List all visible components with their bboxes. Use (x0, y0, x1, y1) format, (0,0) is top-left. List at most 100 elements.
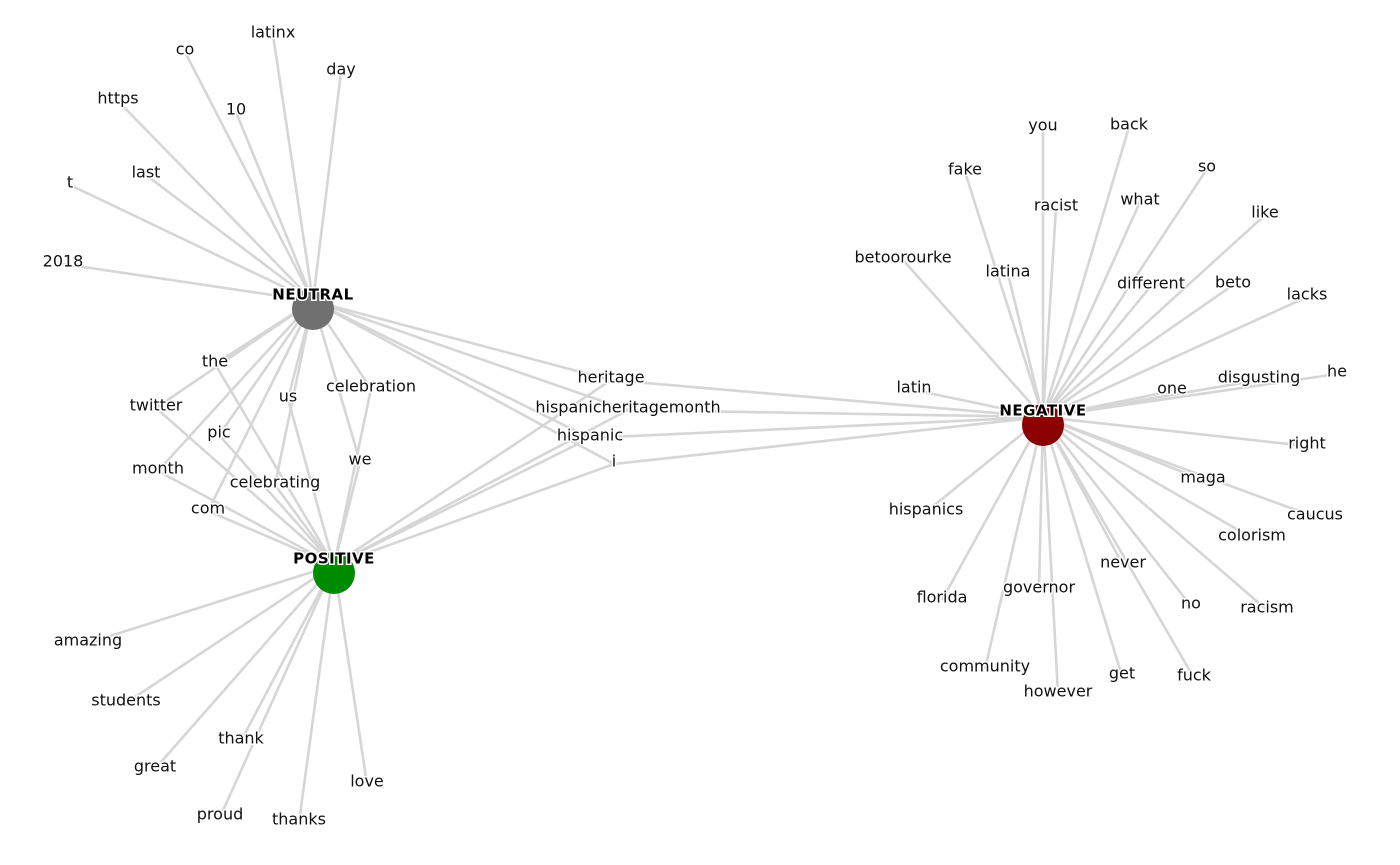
word-node-label: back (1110, 115, 1149, 134)
word-node-label: get (1109, 664, 1135, 683)
edge-neutral-celebrating (273, 300, 315, 486)
word-node-label: thank (218, 729, 264, 748)
edge-negative-fake (963, 171, 1045, 418)
word-node-label: the (202, 352, 228, 371)
word-node-label: never (1100, 553, 1146, 572)
edge-positive-we (332, 461, 362, 566)
edge-neutral-10 (234, 111, 315, 302)
edge-positive-twitter (155, 407, 335, 566)
word-node-label: different (1117, 274, 1185, 293)
edge-negative-hispanicheritagemonth (627, 408, 1044, 419)
edge-positive-amazing (87, 563, 335, 645)
edge-neutral-hispanic (312, 299, 591, 440)
word-node-label: hispanics (889, 500, 964, 519)
word-node-label: love (350, 772, 384, 791)
edge-neutral-month (157, 300, 314, 472)
edge-negative-beto (1042, 283, 1234, 419)
hub-label-negative: NEGATIVE (999, 402, 1086, 420)
edge-neutral-co (183, 51, 315, 302)
word-node-label: amazing (54, 631, 122, 650)
word-node-label: fuck (1177, 666, 1212, 685)
edge-negative-i (613, 415, 1044, 466)
edge-positive-hispanicheritagemonth (333, 408, 629, 567)
word-node-label: hispanicheritagemonth (535, 398, 720, 417)
word-node-label: us (279, 387, 297, 406)
edge-neutral-heritage (312, 299, 612, 382)
word-node-label: heritage (577, 368, 644, 387)
word-node-label: he (1327, 362, 1347, 381)
edge-neutral-pic (217, 300, 315, 436)
word-node-label: maga (1180, 468, 1225, 487)
word-node-label: so (1198, 157, 1216, 176)
edge-neutral-i (312, 299, 615, 466)
word-node-label: beto (1215, 273, 1251, 292)
edge-positive-pic (218, 434, 335, 566)
word-node-label: racism (1240, 598, 1294, 617)
word-node-label: community (940, 657, 1030, 676)
word-node-label: fake (948, 160, 982, 179)
edge-negative-racism (1042, 416, 1268, 611)
edge-neutral-2018 (62, 262, 314, 303)
word-node-label: t (67, 173, 73, 192)
word-node-label: disgusting (1218, 368, 1301, 387)
word-node-label: proud (197, 805, 243, 824)
hub-label-positive: POSITIVE (293, 550, 375, 568)
edge-negative-no (1041, 416, 1193, 607)
word-node-label: students (91, 691, 161, 710)
word-node-label: twitter (130, 396, 183, 415)
edge-negative-however (1041, 416, 1060, 695)
edge-negative-colorism (1042, 415, 1253, 540)
edge-positive-proud (218, 564, 336, 818)
edge-negative-like (1042, 214, 1266, 418)
word-node-label: co (176, 40, 195, 59)
word-node-label: no (1181, 594, 1201, 613)
edge-neutral-twitter (155, 299, 314, 410)
word-node-label: colorism (1218, 526, 1286, 545)
edge-positive-heritage (333, 378, 612, 567)
word-node-label: hispanic (557, 426, 623, 445)
edge-negative-florida (940, 416, 1045, 601)
word-node-label: latina (986, 262, 1031, 281)
edge-neutral-day (311, 71, 343, 302)
edge-positive-students (125, 563, 335, 705)
edge-negative-caucus (1042, 415, 1316, 519)
edge-positive-month (157, 469, 335, 567)
edge-neutral-https (117, 100, 314, 302)
word-node-label: however (1024, 682, 1093, 701)
edge-negative-latina (1006, 273, 1045, 418)
edge-negative-latin (913, 388, 1044, 419)
edge-negative-betoorourke (902, 259, 1044, 418)
edge-positive-love (332, 564, 369, 785)
word-node-label: last (132, 163, 161, 182)
word-node-label: what (1120, 190, 1159, 209)
edge-negative-racist (1041, 207, 1058, 418)
word-node-label: caucus (1287, 505, 1343, 524)
word-node-label: you (1028, 116, 1057, 135)
edge-neutral-hispanicheritagemonth (312, 299, 629, 412)
word-node-label: we (349, 450, 372, 469)
edge-negative-he (1042, 372, 1338, 419)
edge-neutral-com (206, 300, 315, 512)
edge-positive-the (213, 363, 336, 566)
edge-negative-so (1041, 168, 1209, 418)
edge-negative-get (1041, 416, 1124, 677)
edge-positive-hispanic (333, 436, 591, 567)
word-node-label: 2018 (43, 252, 84, 271)
word-node-label: 10 (226, 100, 246, 119)
word-node-label: celebration (326, 377, 416, 396)
hub-label-neutral: NEUTRAL (272, 286, 353, 304)
word-node-label: florida (917, 588, 968, 607)
edge-positive-thank (239, 564, 336, 742)
words-layer: colatinxdayhttps10lastt2018thetwitterpic… (41, 21, 1348, 830)
word-node-label: betoorourke (854, 248, 951, 267)
word-node-label: governor (1003, 578, 1075, 597)
edges-layer (62, 34, 1338, 823)
edge-negative-heritage (610, 378, 1044, 419)
word-node-label: thanks (272, 810, 326, 829)
word-node-label: right (1288, 434, 1326, 453)
word-node-label: i (612, 452, 616, 471)
edge-neutral-last (145, 173, 314, 303)
edge-negative-community (983, 416, 1045, 670)
edge-positive-celebrating (273, 484, 336, 566)
